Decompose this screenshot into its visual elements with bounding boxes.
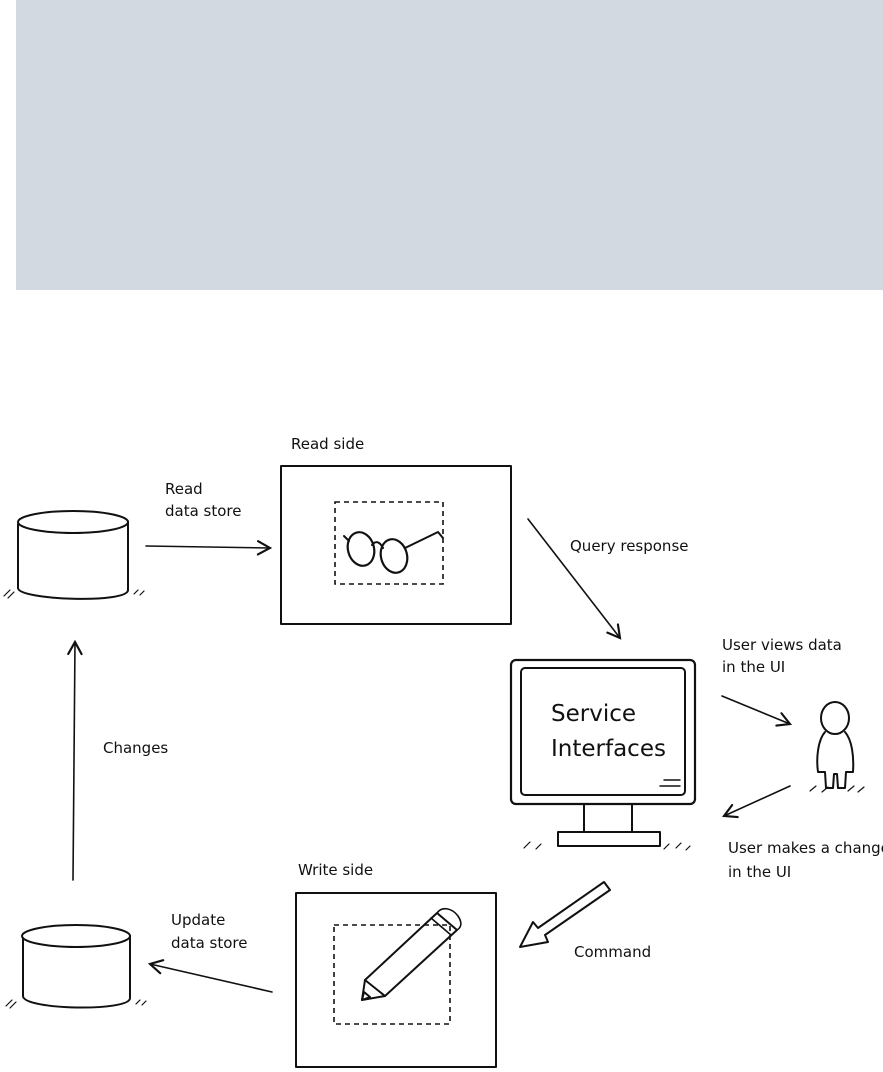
arrow-changes bbox=[67, 639, 83, 881]
read-store-label: Read data store bbox=[165, 480, 242, 520]
user-views-label-line-2: in the UI bbox=[722, 658, 785, 676]
changes-label: Changes bbox=[103, 739, 168, 757]
arrow-command bbox=[519, 881, 611, 948]
read-side-title: Read side bbox=[291, 435, 364, 453]
service-interfaces-line-1: Service bbox=[551, 701, 636, 727]
update-store-label-line-1: Update bbox=[171, 911, 225, 929]
read-store-label-line-2: data store bbox=[165, 502, 242, 520]
read-side-box bbox=[280, 465, 512, 625]
arrow-query-response bbox=[527, 518, 622, 640]
arrow-write-side-to-update-store bbox=[147, 959, 273, 993]
service-interfaces-line-2: Interfaces bbox=[551, 736, 666, 762]
write-side-box bbox=[295, 892, 497, 1068]
database-icon bbox=[5, 924, 147, 1009]
person-icon bbox=[809, 701, 865, 793]
write-side-title: Write side bbox=[298, 861, 373, 879]
update-store-label-line-2: data store bbox=[171, 934, 248, 952]
database-icon bbox=[3, 510, 145, 600]
query-response-label: Query response bbox=[570, 537, 688, 555]
glasses-icon bbox=[343, 531, 444, 574]
user-views-label-line-1: User views data bbox=[722, 636, 842, 654]
monitor: Service Interfaces bbox=[509, 658, 697, 851]
update-data-store bbox=[5, 924, 147, 1009]
read-data-store bbox=[3, 510, 145, 600]
user-makes-label-line-1: User makes a change bbox=[728, 839, 883, 857]
pencil-icon bbox=[361, 907, 462, 1001]
read-store-label-line-1: Read bbox=[165, 480, 203, 498]
command-label: Command bbox=[574, 943, 651, 961]
arrow-user-makes-change bbox=[722, 785, 791, 819]
update-store-label: Update data store bbox=[171, 911, 248, 952]
user-makes-label-line-2: in the UI bbox=[728, 863, 791, 881]
user-views-label: User views data in the UI bbox=[722, 636, 842, 676]
arrow-read-store-to-read-side bbox=[145, 540, 273, 556]
user-makes-label: User makes a change in the UI bbox=[728, 839, 883, 881]
arrow-user-views bbox=[721, 695, 793, 727]
header-band bbox=[16, 0, 883, 290]
